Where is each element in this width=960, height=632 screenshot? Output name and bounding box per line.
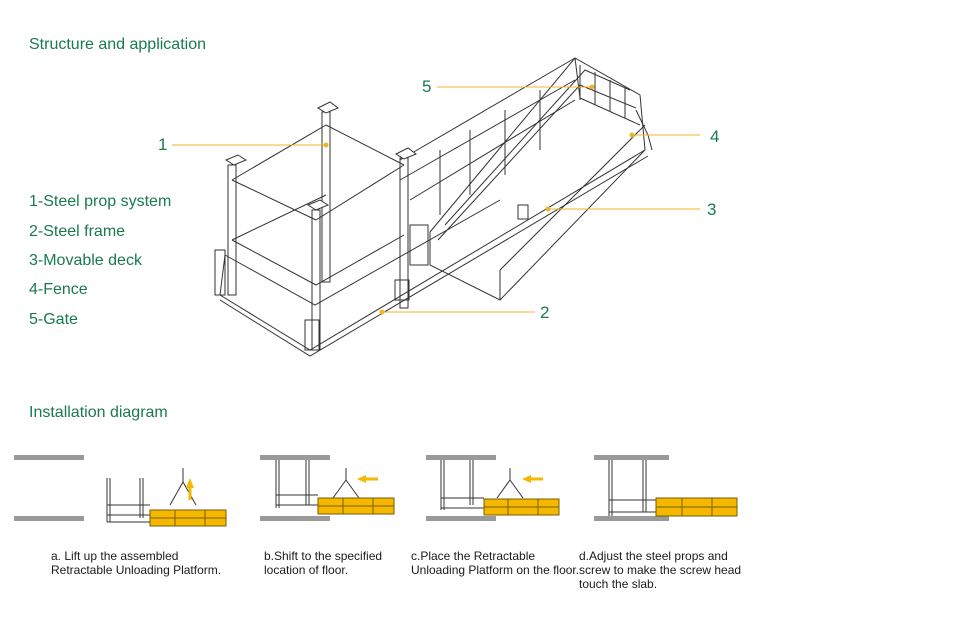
installation-heading: Installation diagram	[29, 404, 168, 421]
legend-item-fence: 4-Fence	[29, 281, 88, 298]
callout-dot-3	[545, 206, 551, 212]
legend-item-movable-deck: 3-Movable deck	[29, 252, 142, 269]
legend-item-steel-prop: 1-Steel prop system	[29, 193, 172, 210]
step-caption-d-line1: d.Adjust the steel props and	[579, 549, 728, 563]
step-caption-c-line2: Unloading Platform on the floor.	[411, 563, 580, 577]
step-b-diagram	[260, 455, 395, 521]
step-caption-b-line1: b.Shift to the specified	[264, 549, 383, 563]
callout-label-2: 2	[540, 303, 550, 322]
step-a-diagram	[14, 455, 227, 527]
callout-dot-1	[323, 142, 329, 148]
legend-item-steel-frame: 2-Steel frame	[29, 223, 126, 240]
callout-label-1: 1	[158, 135, 168, 154]
structure-heading: Structure and application	[29, 36, 206, 53]
step-d-diagram	[594, 455, 738, 521]
step-caption-c: c.Place the Retractable Unloading Platfo…	[411, 549, 579, 577]
step-caption-c-line1: c.Place the Retractable	[411, 549, 536, 563]
callout-label-5: 5	[422, 77, 432, 96]
step-caption-d-line2: screw to make the screw head	[579, 563, 742, 577]
legend-item-gate: 5-Gate	[29, 311, 78, 328]
callout-label-4: 4	[710, 127, 720, 146]
step-c-diagram	[426, 455, 560, 521]
callout-dot-4	[629, 132, 635, 138]
step-caption-b-line2: location of floor.	[264, 563, 349, 577]
step-caption-b: b.Shift to the specified location of flo…	[264, 549, 382, 577]
callout-label-3: 3	[707, 200, 717, 219]
step-caption-a: a. Lift up the assembled Retractable Unl…	[51, 549, 221, 577]
step-caption-d-line3: touch the slab.	[579, 577, 658, 591]
step-caption-d: d.Adjust the steel props and screw to ma…	[579, 549, 741, 591]
callout-dot-2	[379, 309, 385, 315]
step-caption-a-line1: a. Lift up the assembled	[51, 549, 179, 563]
callout-dot-5	[589, 84, 595, 90]
step-caption-a-line2: Retractable Unloading Platform.	[51, 563, 222, 577]
